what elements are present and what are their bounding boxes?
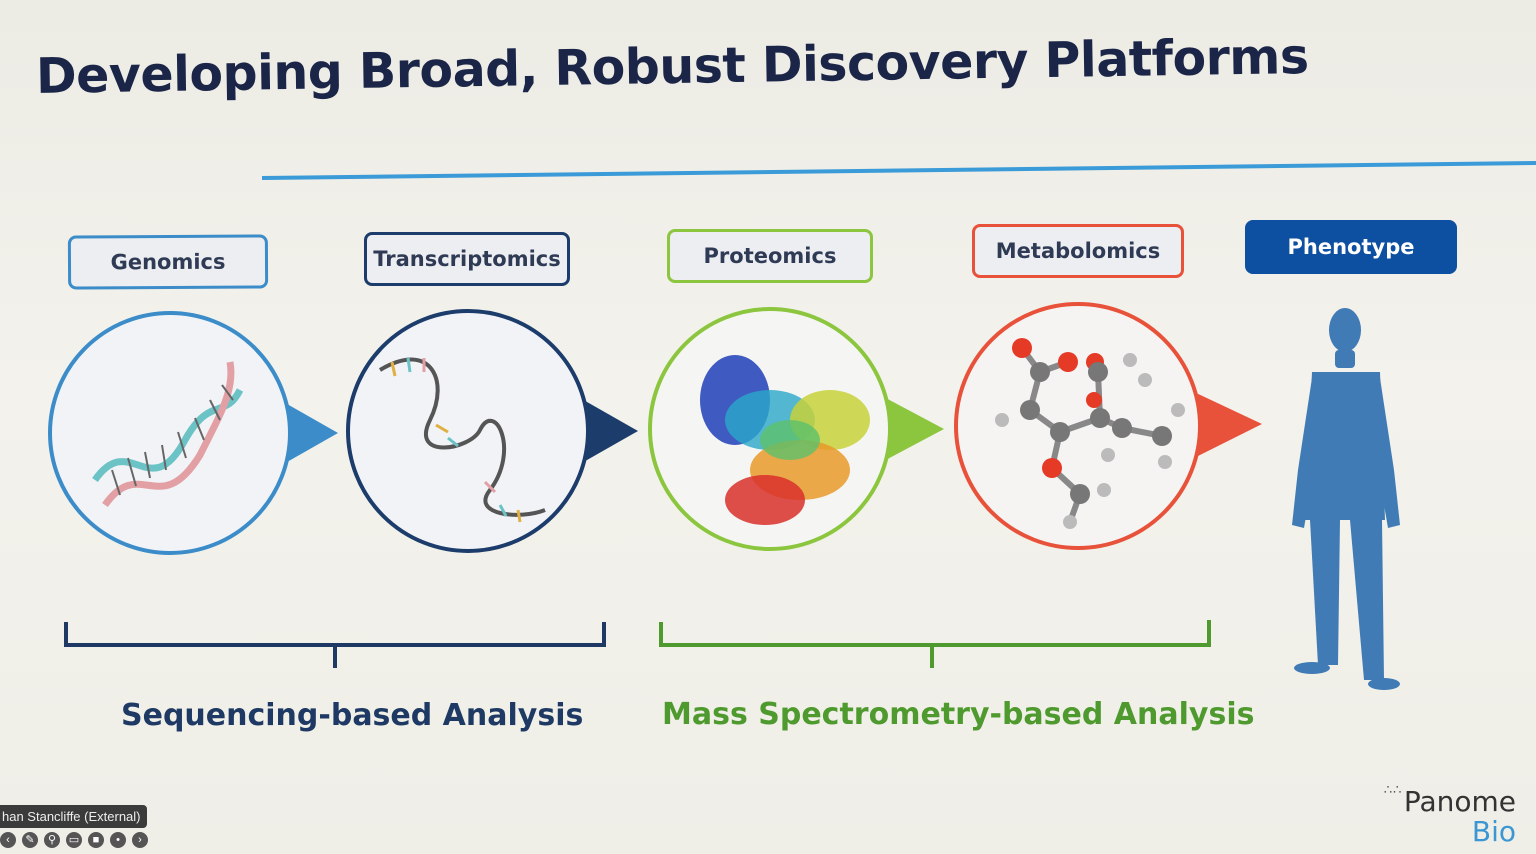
next-icon[interactable]: › xyxy=(132,832,148,848)
brand-sub: Bio xyxy=(1471,815,1516,848)
mass-spec-bracket xyxy=(659,620,1211,668)
brand-logo: ∴∴ Panome Bio xyxy=(1384,784,1516,848)
brand-name: Panome xyxy=(1403,785,1516,818)
pen-icon[interactable]: ✎ xyxy=(22,832,38,848)
molecule-icon xyxy=(995,338,1185,529)
captions-icon[interactable]: ▭ xyxy=(66,832,82,848)
back-icon[interactable]: ‹ xyxy=(0,832,16,848)
phenotype-label: Phenotype xyxy=(1245,220,1457,274)
participant-name-tag: han Stancliffe (External) xyxy=(0,805,147,828)
protein-structure-icon xyxy=(700,355,870,525)
zoom-icon[interactable]: ⚲ xyxy=(44,832,60,848)
metabolomics-label: Metabolomics xyxy=(972,224,1184,278)
human-figure-icon xyxy=(1292,308,1400,690)
metabolomics-pointer xyxy=(1194,392,1262,458)
title-accent-line xyxy=(261,161,1536,180)
genomics-circle xyxy=(48,311,292,555)
proteomics-label: Proteomics xyxy=(667,229,873,283)
sequencing-bracket xyxy=(64,622,606,668)
sequencing-group-label: Sequencing-based Analysis xyxy=(121,698,584,733)
genomics-label: Genomics xyxy=(67,234,269,290)
transcriptomics-pointer xyxy=(580,398,638,464)
dna-double-helix-icon xyxy=(92,361,244,508)
mass-spec-group-label: Mass Spectrometry-based Analysis xyxy=(662,697,1255,732)
more-icon[interactable]: • xyxy=(110,832,126,848)
transcriptomics-circle xyxy=(346,309,590,553)
rna-strand-icon xyxy=(378,357,546,523)
meeting-control-bar: ‹ ✎ ⚲ ▭ ■ • › xyxy=(0,832,148,848)
transcriptomics-label: Transcriptomics xyxy=(364,232,570,286)
genomics-pointer xyxy=(280,400,338,466)
logo-dots-icon: ∴∴ xyxy=(1383,783,1403,798)
proteomics-pointer xyxy=(882,396,944,462)
screen-icon[interactable]: ■ xyxy=(88,832,104,848)
